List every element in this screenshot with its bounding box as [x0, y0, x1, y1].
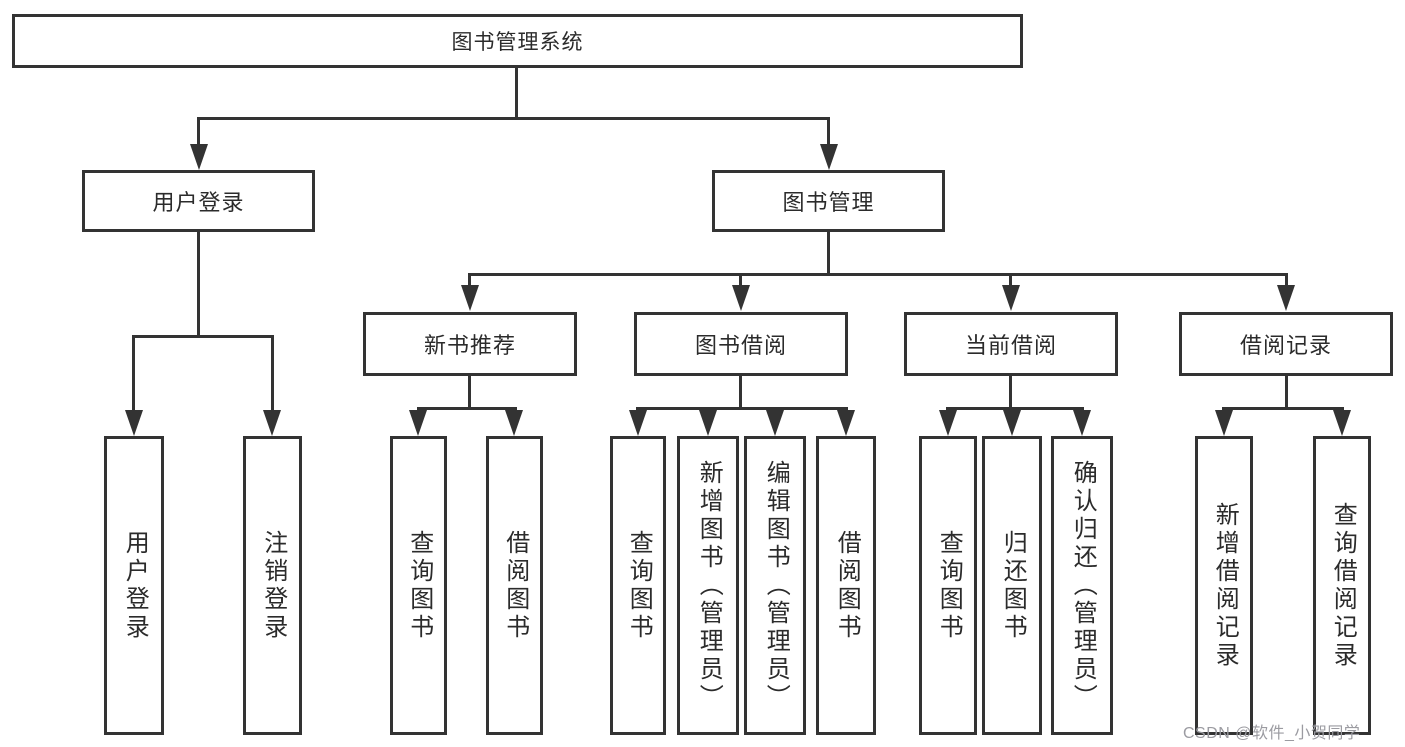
node-book-borrow-label: 图书借阅 [694, 333, 787, 358]
node-book-management: 图书管理 [712, 170, 945, 232]
arrow-down-icon [505, 410, 523, 436]
leaf-confirm-return-admin-label: 确认归还（管理员） [1069, 459, 1097, 712]
connector-userlogin-branch [132, 335, 274, 338]
node-current-borrow-label: 当前借阅 [964, 333, 1057, 358]
arrow-down-icon [409, 410, 427, 436]
csdn-watermark: CSDN @软件_小贺同学 [1183, 725, 1361, 742]
node-book-management-label: 图书管理 [782, 190, 875, 215]
leaf-confirm-return-admin: 确认归还（管理员） [1051, 436, 1113, 735]
leaf-add-book-admin-label: 新增图书（管理员） [695, 459, 723, 712]
leaf-query-book-3: 查询图书 [919, 436, 977, 735]
connector-borrowrecord-stem [1285, 376, 1288, 410]
node-book-borrow: 图书借阅 [634, 312, 848, 376]
leaf-edit-book-admin-label: 编辑图书（管理员） [762, 459, 790, 712]
leaf-query-book-1: 查询图书 [390, 436, 447, 735]
arrow-down-icon [1073, 410, 1091, 436]
node-root-label: 图书管理系统 [451, 31, 584, 54]
connector-leaf-shaft [132, 335, 135, 412]
leaf-return-book-label: 归还图书 [999, 529, 1027, 642]
connector-level3-shaft [739, 273, 742, 289]
arrow-down-icon [699, 410, 717, 436]
arrow-down-icon [732, 285, 750, 311]
connector-root-stem [515, 68, 518, 120]
connector-newbook-stem [468, 376, 471, 410]
arrow-down-icon [125, 410, 143, 436]
connector-bookmgmt-stem [827, 232, 830, 276]
arrow-down-icon [629, 410, 647, 436]
connector-level3-shaft [1285, 273, 1288, 289]
leaf-borrow-book-1: 借阅图书 [486, 436, 543, 735]
leaf-add-book-admin: 新增图书（管理员） [677, 436, 739, 735]
connector-newbook-branch [417, 407, 517, 410]
leaf-query-book-2: 查询图书 [610, 436, 666, 735]
arrow-down-icon [837, 410, 855, 436]
connector-root-branch [197, 117, 830, 120]
node-borrow-record: 借阅记录 [1179, 312, 1393, 376]
leaf-user-login-label: 用户登录 [121, 529, 149, 642]
leaf-add-borrow-record-label: 新增借阅记录 [1211, 501, 1239, 670]
node-root: 图书管理系统 [12, 14, 1023, 68]
leaf-query-borrow-record-label: 查询借阅记录 [1329, 501, 1357, 670]
connector-level3-shaft [1009, 273, 1012, 289]
leaf-edit-book-admin: 编辑图书（管理员） [744, 436, 806, 735]
arrow-down-icon [1215, 410, 1233, 436]
arrow-down-icon [766, 410, 784, 436]
connector-bookmgmt-shaft [827, 117, 830, 147]
leaf-query-book-1-label: 查询图书 [405, 529, 433, 642]
connector-level3-shaft [468, 273, 471, 289]
connector-leaf-shaft [271, 335, 274, 412]
connector-currentborrow-branch [946, 407, 1084, 410]
leaf-borrow-book-1-label: 借阅图书 [501, 529, 529, 642]
node-new-book-recommend: 新书推荐 [363, 312, 577, 376]
node-new-book-recommend-label: 新书推荐 [423, 333, 516, 358]
leaf-logout: 注销登录 [243, 436, 302, 735]
connector-userlogin-stem [197, 232, 200, 338]
connector-userlogin-shaft [197, 117, 200, 147]
node-user-login: 用户登录 [82, 170, 315, 232]
leaf-return-book: 归还图书 [982, 436, 1042, 735]
arrow-down-icon [1333, 410, 1351, 436]
arrow-down-icon [1277, 285, 1295, 311]
connector-bookborrow-stem [739, 376, 742, 410]
node-current-borrow: 当前借阅 [904, 312, 1118, 376]
leaf-query-book-3-label: 查询图书 [935, 529, 963, 642]
connector-borrowrecord-branch [1222, 407, 1344, 410]
arrow-down-icon [461, 285, 479, 311]
leaf-query-borrow-record: 查询借阅记录 [1313, 436, 1371, 735]
arrow-down-icon [1003, 410, 1021, 436]
node-user-login-label: 用户登录 [152, 190, 245, 215]
connector-bookmgmt-branch [468, 273, 1288, 276]
arrow-down-icon [190, 144, 208, 170]
leaf-add-borrow-record: 新增借阅记录 [1195, 436, 1253, 735]
arrow-down-icon [939, 410, 957, 436]
arrow-down-icon [263, 410, 281, 436]
arrow-down-icon [1002, 285, 1020, 311]
arrow-down-icon [820, 144, 838, 170]
leaf-logout-label: 注销登录 [259, 529, 287, 642]
leaf-borrow-book-2: 借阅图书 [816, 436, 876, 735]
connector-currentborrow-stem [1009, 376, 1012, 410]
connector-bookborrow-branch [636, 407, 848, 410]
leaf-user-login: 用户登录 [104, 436, 164, 735]
leaf-borrow-book-2-label: 借阅图书 [833, 529, 861, 642]
node-borrow-record-label: 借阅记录 [1239, 333, 1332, 358]
leaf-query-book-2-label: 查询图书 [625, 529, 653, 642]
